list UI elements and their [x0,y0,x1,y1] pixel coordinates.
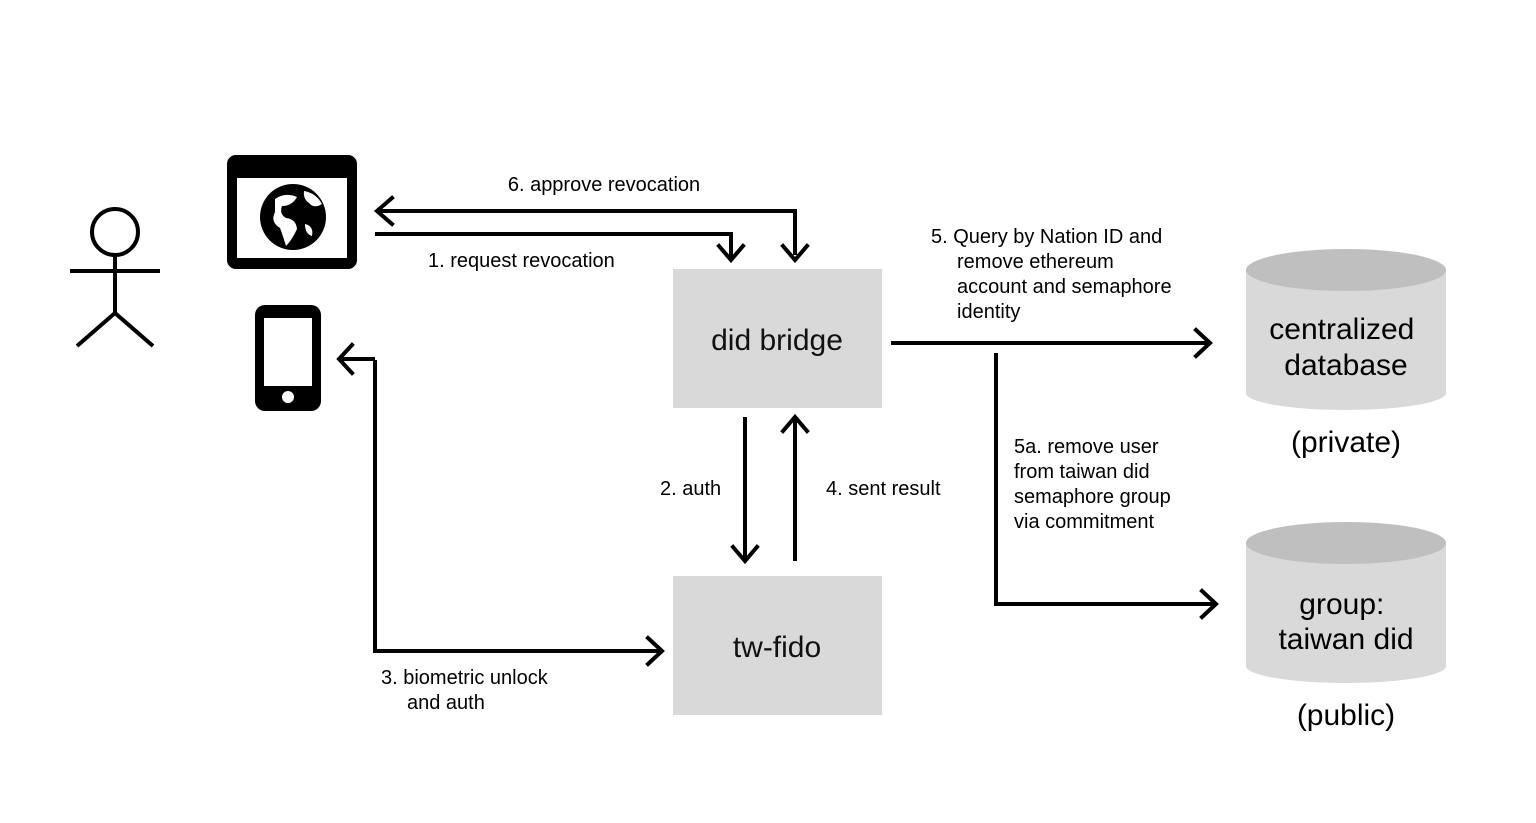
centralized-database-line-2: database [1284,349,1407,382]
centralized-database-line-1: centralized [1269,313,1414,346]
arrow-auth [730,417,760,565]
group-taiwan-did-note: (public) [1297,699,1395,732]
did-bridge-label: did bridge [711,324,843,357]
did-bridge-box: did bridge [673,269,882,408]
step-1-label: 1. request revocation [428,250,615,272]
arrow-sent-result [780,413,810,561]
step-3-line-2: and auth [407,692,485,714]
arrow-approve-revocation [373,195,810,264]
browser-globe-icon [227,155,357,269]
step-5-line-3: account and semaphore [957,276,1172,298]
step-5a-line-4: via commitment [1014,511,1154,533]
step-5-line-2: remove ethereum [957,251,1114,273]
centralized-database-label: centralized database [1269,313,1422,382]
step-3-line-1: 3. biometric unlock [381,667,549,689]
group-taiwan-did-line-2: taiwan did [1278,623,1413,656]
arrow-remove-user-from-group [994,353,1219,620]
step-5a-line-1: 5a. remove user [1014,436,1159,458]
tw-fido-label: tw-fido [733,631,821,664]
step-5-line-1: 5. Query by Nation ID and [931,226,1162,248]
group-taiwan-did-line-1: group: [1299,588,1384,621]
centralized-database-note: (private) [1291,426,1401,459]
step-5-label: 5. Query by Nation ID and remove ethereu… [931,226,1177,323]
step-5a-line-2: from taiwan did [1014,461,1150,483]
step-5a-label: 5a. remove user from taiwan did semaphor… [1014,436,1176,533]
arrow-query-nation-id [891,327,1213,359]
tw-fido-box: tw-fido [673,576,882,715]
smartphone-icon [255,305,321,411]
step-5-line-4: identity [957,301,1020,323]
step-5a-line-3: semaphore group [1014,486,1171,508]
step-2-label: 2. auth [660,478,721,500]
step-4-label: 4. sent result [826,478,941,500]
step-6-label: 6. approve revocation [508,174,700,196]
arrow-request-revocation [375,232,746,264]
group-taiwan-did-cylinder: group: taiwan did (public) [1246,522,1446,732]
group-taiwan-did-label: group: taiwan did [1278,588,1413,656]
user-stick-figure-icon [70,207,160,348]
step-3-label: 3. biometric unlock and auth [381,667,553,714]
centralized-database-cylinder: centralized database (private) [1246,249,1446,459]
arrow-biometric-unlock [336,342,665,667]
